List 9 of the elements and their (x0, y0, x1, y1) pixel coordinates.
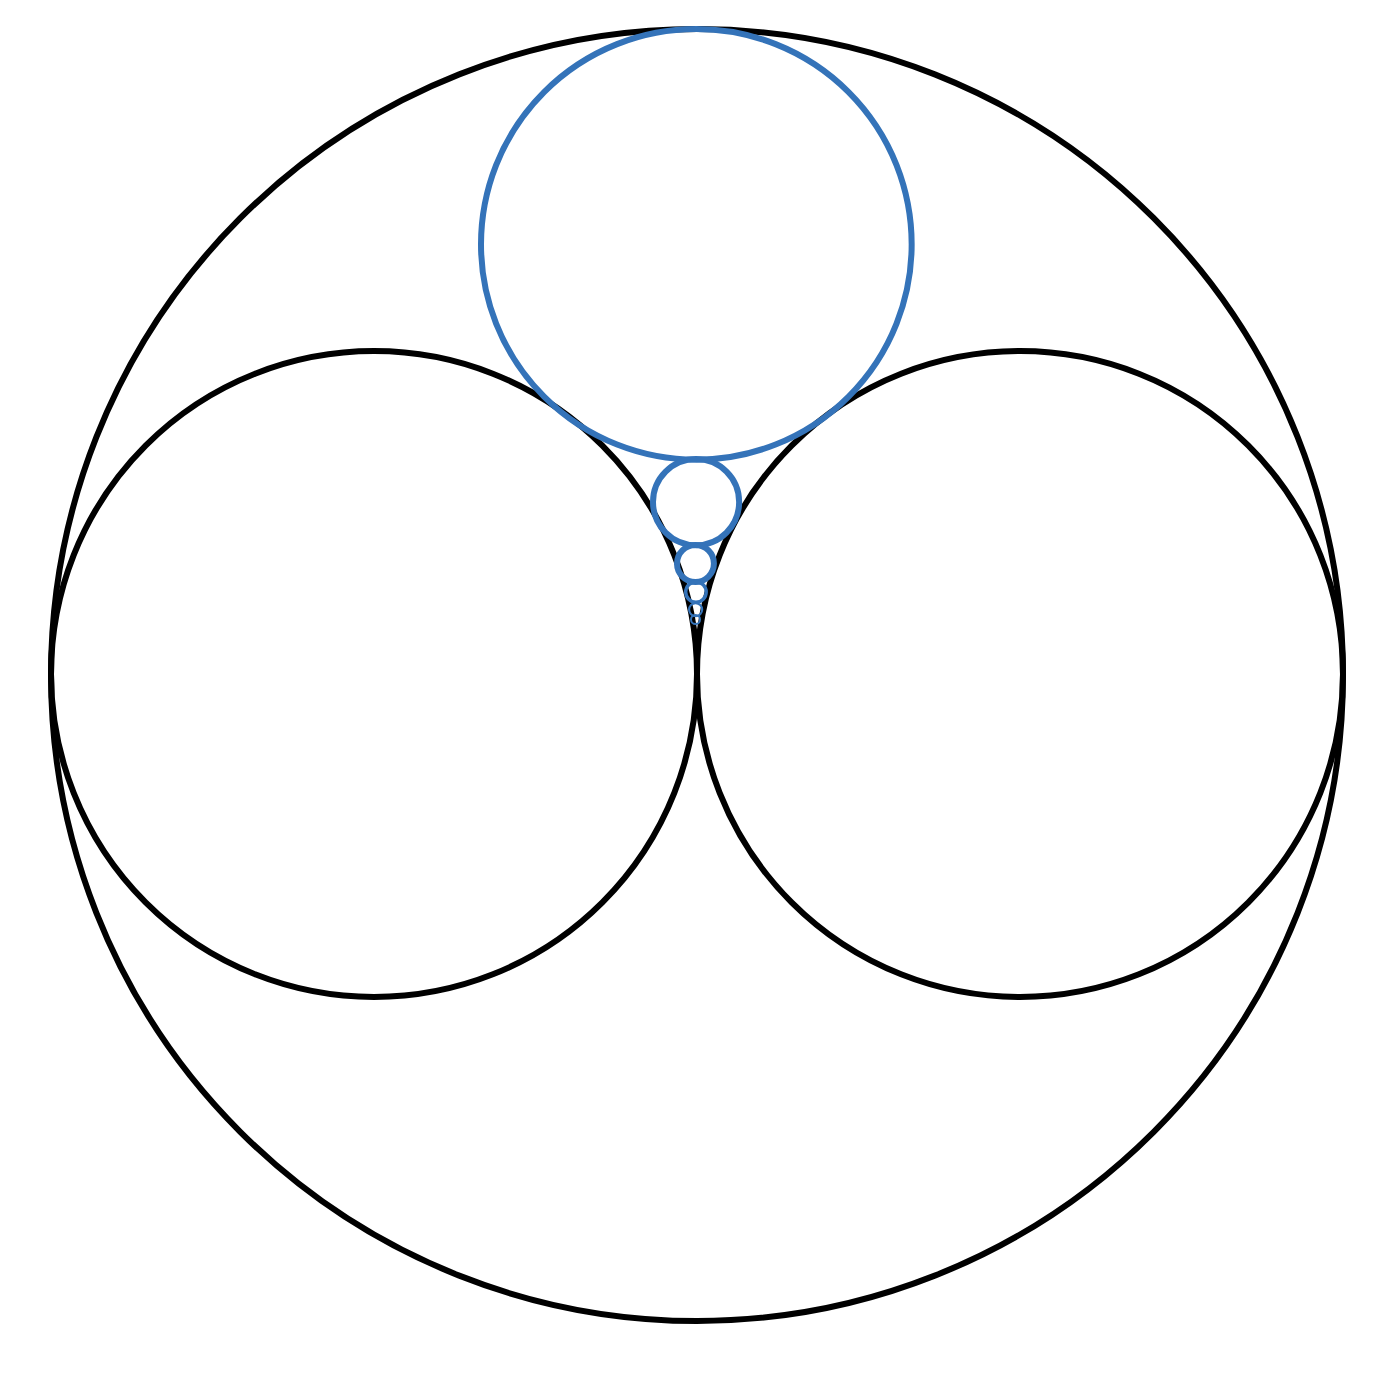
right-circle (693, 348, 1345, 1000)
chain-circle (690, 614, 702, 626)
chain-circle (684, 580, 708, 604)
chain-circle (649, 455, 743, 548)
chain-circle (688, 601, 704, 617)
chain-circle (477, 25, 915, 462)
chain-circle (674, 541, 718, 585)
left-circle (47, 348, 699, 1000)
outer-circle (47, 25, 1345, 1323)
